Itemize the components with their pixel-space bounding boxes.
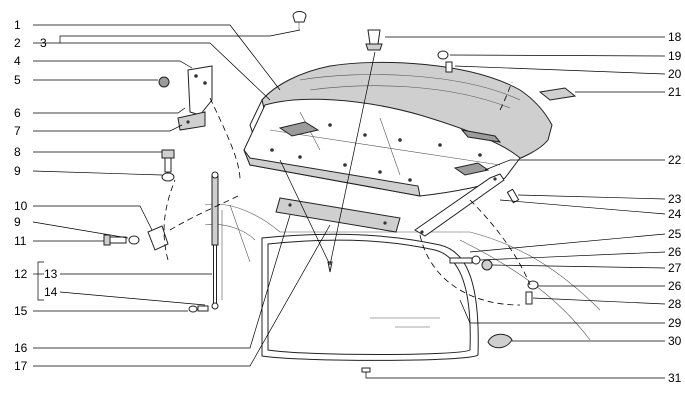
callout-2: 2 [14, 36, 21, 50]
callout-18: 18 [668, 30, 682, 44]
callout-4: 4 [14, 54, 21, 68]
callout-9a: 9 [14, 164, 21, 178]
callout-21: 21 [668, 85, 682, 99]
callout-9b: 9 [14, 215, 21, 229]
callout-17: 17 [14, 359, 28, 373]
callout-5: 5 [14, 73, 21, 87]
callout-16: 16 [14, 341, 28, 355]
callout-8: 8 [14, 145, 21, 159]
leader-lines [32, 24, 666, 379]
callout-25: 25 [668, 227, 682, 241]
callout-1: 1 [14, 18, 21, 32]
callout-27: 27 [668, 261, 682, 275]
callouts-left: 1 2 3 4 5 6 7 8 9 10 9 11 12 13 14 15 16… [14, 18, 58, 373]
callout-26a: 26 [668, 245, 682, 259]
callout-10: 10 [14, 199, 28, 213]
rear-glass-with-seal [261, 233, 479, 361]
callout-11: 11 [14, 234, 27, 248]
callout-7: 7 [14, 124, 21, 138]
callout-20: 20 [668, 67, 682, 81]
callout-24: 24 [668, 207, 682, 221]
callout-6: 6 [14, 106, 21, 120]
callout-31: 31 [668, 371, 682, 385]
callouts-right: 18 19 20 21 22 23 24 25 26 27 26 28 29 3… [668, 30, 682, 385]
callout-15: 15 [14, 304, 28, 318]
hinge [177, 65, 213, 131]
callout-13: 13 [44, 267, 58, 281]
callout-19: 19 [668, 49, 682, 63]
callout-23: 23 [668, 192, 682, 206]
lower-trim-strip [275, 197, 401, 233]
side-bracket [414, 173, 505, 237]
callout-14: 14 [44, 285, 58, 299]
callout-30: 30 [668, 334, 682, 348]
callout-22: 22 [668, 153, 682, 167]
inner-trim-panel [243, 98, 521, 197]
callout-12: 12 [14, 267, 28, 281]
fasteners [103, 11, 577, 373]
assembly-guide-lines [163, 81, 531, 306]
callout-26b: 26 [668, 279, 682, 293]
callout-28: 28 [668, 297, 682, 311]
gas-strut [211, 171, 219, 310]
callout-29: 29 [668, 316, 682, 330]
callout-3: 3 [40, 36, 47, 50]
